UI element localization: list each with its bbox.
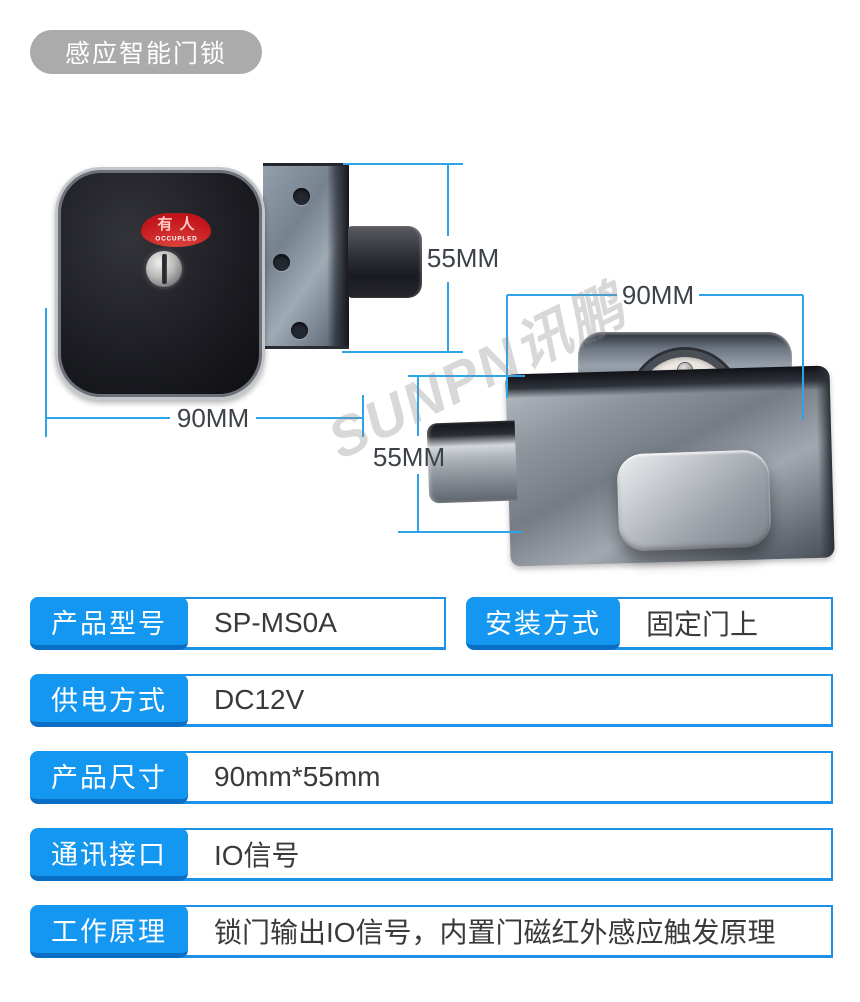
occupied-badge-cn: 有人 bbox=[157, 216, 202, 234]
product-title: 感应智能门锁 bbox=[64, 40, 227, 68]
spec-value-interface: IO信号 bbox=[182, 828, 833, 881]
spec-label-power: 供电方式 bbox=[30, 674, 188, 727]
product-title-pill: 感应智能门锁 bbox=[30, 30, 262, 74]
spec-value-principle: 锁门输出IO信号，内置门磁红外感应触发原理 bbox=[182, 905, 833, 958]
thumbturn-screw bbox=[146, 251, 182, 287]
spec-value-size: 90mm*55mm bbox=[182, 751, 833, 804]
front-latch-bolt bbox=[348, 226, 422, 298]
spec-label-size: 产品尺寸 bbox=[30, 751, 188, 804]
spec-row-power: 供电方式 DC12V bbox=[30, 674, 833, 727]
spec-label-model: 产品型号 bbox=[30, 597, 188, 650]
front-lock-mechanism bbox=[263, 163, 349, 349]
screw-hole bbox=[273, 254, 290, 271]
spec-row-interface: 通讯接口 IO信号 bbox=[30, 828, 833, 881]
spec-row-size: 产品尺寸 90mm*55mm bbox=[30, 751, 833, 804]
spec-label-interface: 通讯接口 bbox=[30, 828, 188, 881]
spec-label-principle: 工作原理 bbox=[30, 905, 188, 958]
spec-row-model-install: 产品型号 SP-MS0A 安装方式 固定门上 bbox=[30, 597, 833, 650]
spec-row-gap bbox=[446, 597, 466, 650]
occupied-badge: 有人 OCCUPLED bbox=[141, 213, 211, 247]
spec-value-power: DC12V bbox=[182, 674, 833, 727]
screw-hole bbox=[293, 188, 310, 205]
spec-value-model: SP-MS0A bbox=[182, 597, 446, 650]
spec-value-install: 固定门上 bbox=[614, 597, 833, 650]
front-lock-panel: 有人 OCCUPLED bbox=[55, 167, 265, 400]
spec-label-install: 安装方式 bbox=[466, 597, 620, 650]
screw-hole bbox=[291, 322, 308, 339]
back-knob bbox=[616, 449, 772, 552]
spec-table: 产品型号 SP-MS0A 安装方式 固定门上 供电方式 DC12V 产品尺寸 9… bbox=[30, 597, 833, 982]
back-latch-bolt bbox=[426, 420, 518, 504]
spec-row-principle: 工作原理 锁门输出IO信号，内置门磁红外感应触发原理 bbox=[30, 905, 833, 958]
occupied-badge-en: OCCUPLED bbox=[154, 234, 198, 242]
